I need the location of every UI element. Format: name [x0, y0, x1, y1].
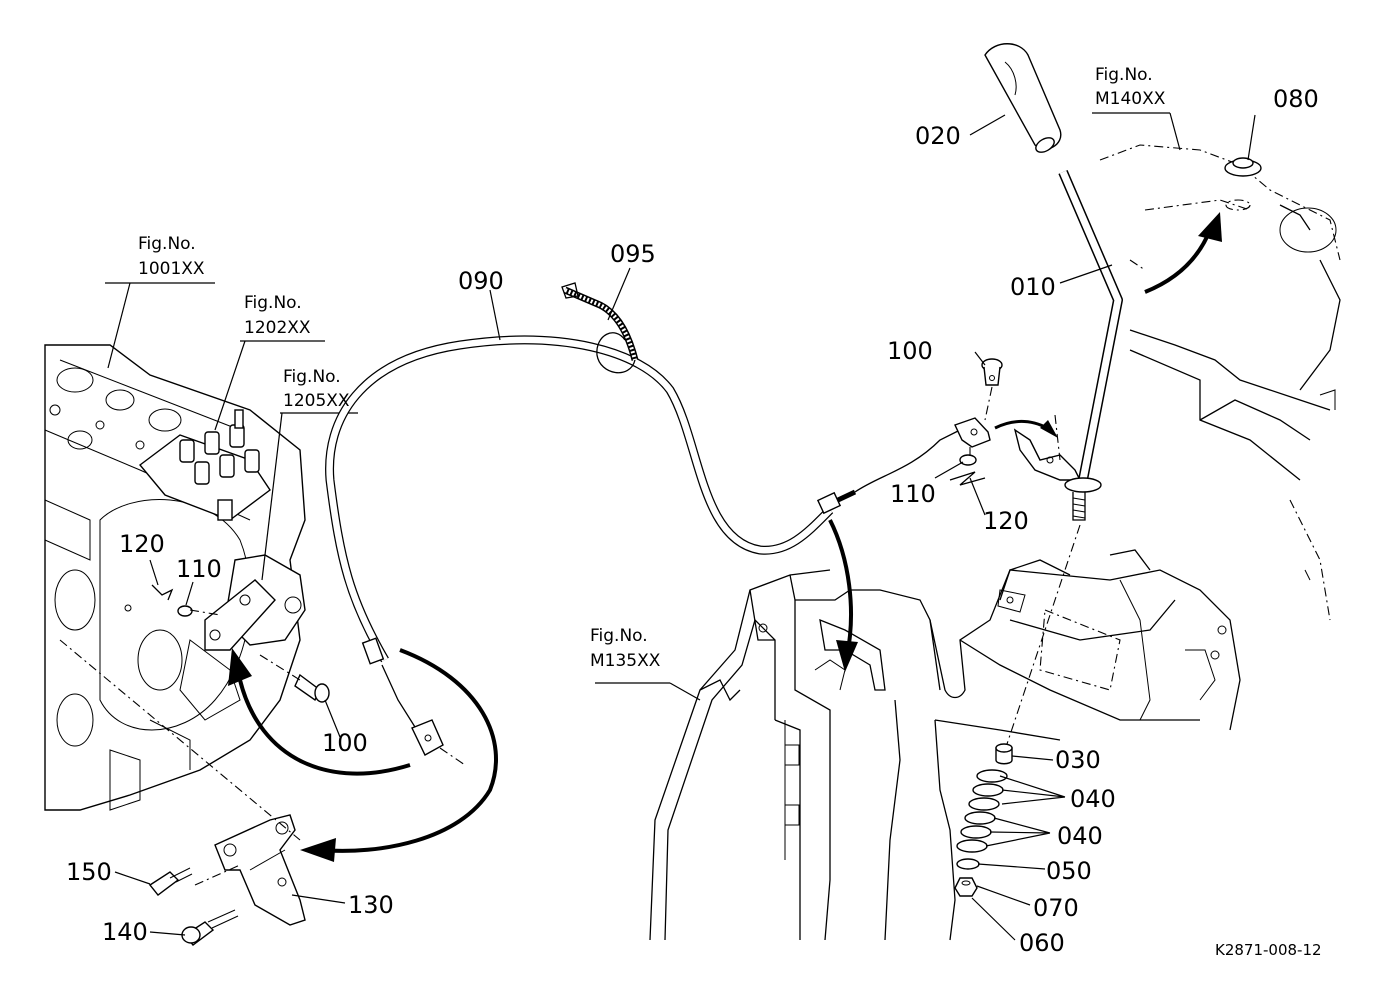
drawing-code: K2871-008-12 [1215, 941, 1322, 959]
cover-icon [1099, 144, 1341, 621]
svg-text:M140XX: M140XX [1095, 89, 1166, 109]
part-110-right-label: 110 [890, 480, 936, 508]
bracket-icon [214, 814, 306, 926]
svg-text:Fig.No.: Fig.No. [590, 626, 648, 646]
svg-text:Fig.No.: Fig.No. [244, 293, 302, 313]
part-040-upper-label: 040 [1070, 785, 1116, 813]
reference-engine: Fig.No. 1001XX [138, 234, 205, 279]
part-040-lower-label: 040 [1057, 822, 1103, 850]
part-120-left-label: 120 [119, 530, 165, 558]
part-120-right-label: 120 [983, 507, 1029, 535]
left-small-parts [151, 584, 330, 703]
washer-icon [956, 858, 980, 870]
part-140-label: 140 [102, 918, 148, 946]
reference-leaders-left [105, 282, 358, 581]
throttle-lever-icon [1058, 170, 1123, 521]
lever-knob-icon [984, 43, 1062, 153]
part-050-label: 050 [1046, 857, 1092, 885]
part-060-label: 060 [1019, 929, 1065, 957]
washer-icon [964, 811, 996, 825]
frame-icon [649, 549, 1241, 941]
washer-icon [959, 454, 977, 466]
part-070-label: 070 [1033, 894, 1079, 922]
svg-text:Fig.No.: Fig.No. [1095, 65, 1153, 85]
svg-text:M135XX: M135XX [590, 651, 661, 671]
washer-icon [972, 783, 1004, 797]
right-small-parts [949, 358, 1082, 486]
washer-icon [968, 797, 1000, 811]
grommet-icon [1224, 157, 1262, 177]
reference-governor: Fig.No. 1205XX [283, 367, 350, 411]
part-150-label: 150 [66, 858, 112, 886]
part-leaders [114, 114, 1256, 941]
split-pin-icon [151, 584, 174, 601]
washer-icon [177, 605, 193, 617]
part-110-left-label: 110 [176, 555, 222, 583]
washer-icon [956, 839, 988, 853]
part-010-label: 010 [1010, 273, 1056, 301]
part-130-label: 130 [348, 891, 394, 919]
part-030-label: 030 [1055, 746, 1101, 774]
assembly-arrows [228, 212, 1222, 862]
part-100-right-label: 100 [887, 337, 933, 365]
reference-cover: Fig.No. M140XX [1095, 65, 1166, 109]
part-095-label: 095 [610, 240, 656, 268]
svg-text:1205XX: 1205XX [283, 391, 350, 411]
bolt-icon [148, 867, 193, 896]
svg-text:1001XX: 1001XX [138, 259, 205, 279]
svg-text:1202XX: 1202XX [244, 318, 311, 338]
reference-frame: Fig.No. M135XX [590, 626, 661, 671]
bolt-icon [294, 673, 330, 703]
part-100-left-label: 100 [322, 729, 368, 757]
reference-injection-pump: Fig.No. 1202XX [244, 293, 311, 338]
part-020-label: 020 [915, 122, 961, 150]
split-pin-icon [949, 471, 986, 486]
bolt-icon [981, 358, 1003, 386]
washer-icon [976, 769, 1008, 783]
part-090-label: 090 [458, 267, 504, 295]
washer-icon [960, 825, 992, 839]
nut-icon [954, 877, 978, 897]
svg-text:Fig.No.: Fig.No. [283, 367, 341, 387]
part-080-label: 080 [1273, 85, 1319, 113]
cable-tie-icon [561, 282, 639, 374]
bolt-icon [181, 909, 239, 946]
throttle-cable-icon [325, 335, 991, 766]
svg-text:Fig.No.: Fig.No. [138, 234, 196, 254]
engine-block-icon [44, 344, 306, 811]
